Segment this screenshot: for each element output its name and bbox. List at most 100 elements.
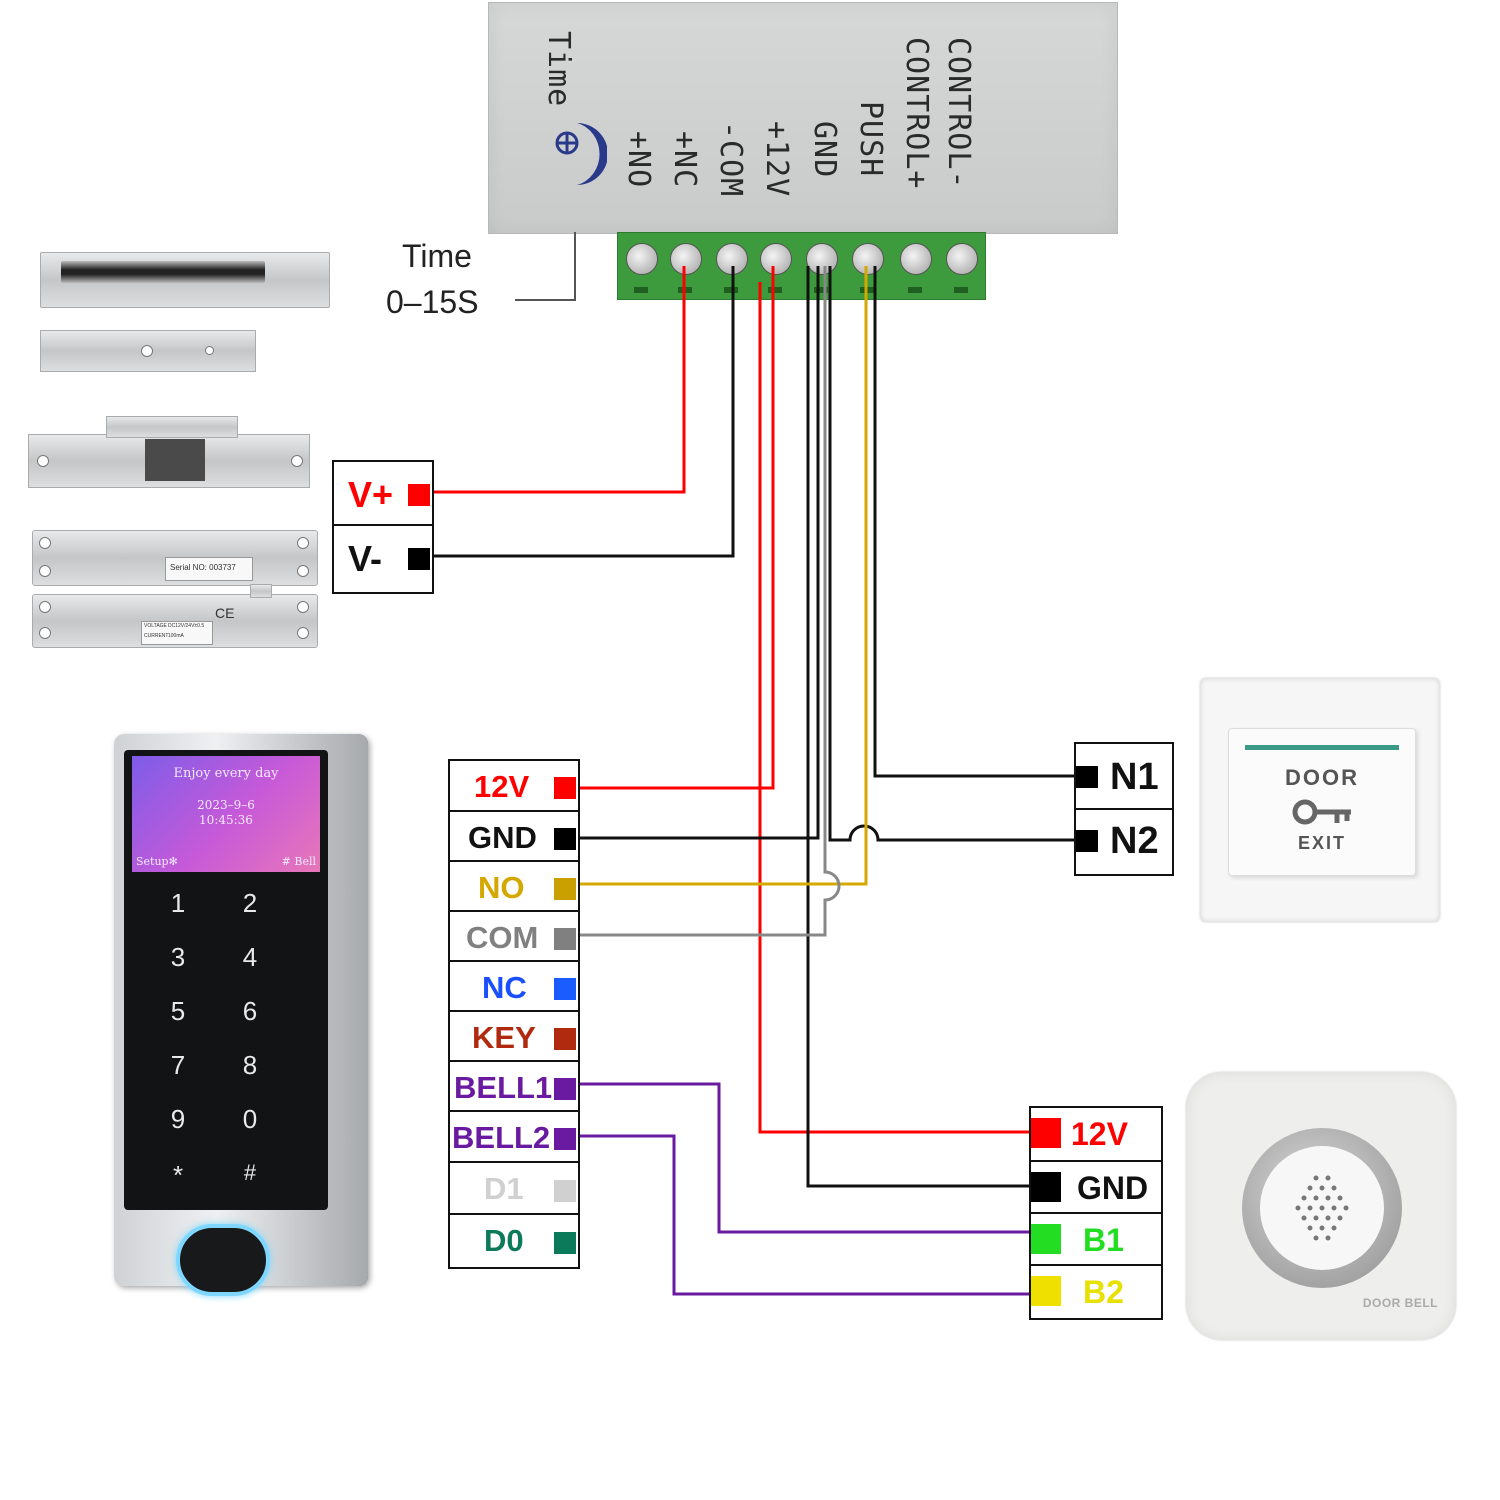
terminal-label: BELL2 <box>452 1120 551 1155</box>
key-0[interactable]: 0 <box>242 1104 258 1134</box>
electric-bolt-body: VOLTAGE DC12V/24V±0.5 CURRENT 100mA CE <box>32 594 318 648</box>
screen-time: 10:45:36 <box>199 813 253 827</box>
time-knob-icon[interactable] <box>547 119 607 189</box>
terminal-label: GND <box>1077 1170 1149 1206</box>
wire-gnd-bell <box>806 266 1030 1188</box>
terminal-chip <box>408 484 430 506</box>
power-supply: CONTROL- CONTROL+ PUSH GND +12V -COM +NC… <box>488 2 1118 234</box>
terminal-chip <box>554 928 576 950</box>
terminal-chip <box>1031 1276 1061 1306</box>
key-2[interactable]: 2 <box>242 888 258 918</box>
voltage-value: DC12V/24V±0.5 <box>168 623 205 629</box>
terminal-chip <box>408 548 430 570</box>
lock-terminal-table: V+ V- <box>332 460 434 594</box>
table-row: V+ <box>334 462 432 526</box>
terminal-label: 12V <box>1071 1116 1128 1152</box>
terminal-chip <box>554 777 576 799</box>
table-row: N2 <box>1076 810 1172 874</box>
wire-com <box>578 266 841 937</box>
screen-date: 2023–9–6 <box>197 798 255 812</box>
table-row: NC <box>450 962 578 1012</box>
key-7[interactable]: 7 <box>170 1050 186 1080</box>
wire-gnd-n2 <box>828 266 1074 842</box>
table-row: B1 <box>1031 1214 1161 1266</box>
key-3[interactable]: 3 <box>170 942 186 972</box>
current-label: CURRENT <box>144 633 169 639</box>
terminal-label: B1 <box>1083 1222 1124 1258</box>
psu-knob-label: Time <box>541 31 576 108</box>
terminal-label: BELL1 <box>454 1070 553 1105</box>
table-row: 12V <box>450 761 578 812</box>
electric-strike-lock <box>28 434 310 488</box>
wire-v-plus <box>432 266 686 494</box>
electric-bolt-lock: Serial NO: 003737 <box>32 530 318 586</box>
terminal-chip <box>554 978 576 1000</box>
terminal-label: KEY <box>472 1020 536 1055</box>
psu-label-com: -COM <box>713 121 748 198</box>
electric-bolt-pin <box>250 584 272 598</box>
key-1[interactable]: 1 <box>170 888 186 918</box>
speaker-icon <box>1260 1146 1384 1270</box>
time-range: 0–15S <box>386 284 479 320</box>
table-row: BELL2 <box>450 1112 578 1163</box>
key-5[interactable]: 5 <box>170 996 186 1026</box>
terminal-screw <box>626 243 658 275</box>
terminal-chip <box>1076 830 1098 852</box>
terminal-chip <box>554 1128 576 1150</box>
terminal-chip <box>1076 766 1098 788</box>
terminal-chip <box>554 1232 576 1254</box>
wire-v-minus <box>432 266 735 558</box>
speaker-grille <box>1295 1175 1349 1241</box>
table-row: B2 <box>1031 1266 1161 1318</box>
terminal-screw <box>806 243 838 275</box>
table-row: NO <box>450 862 578 912</box>
terminal-label: N2 <box>1110 820 1159 862</box>
table-row: COM <box>450 912 578 962</box>
terminal-label: NO <box>478 870 525 905</box>
wire-gnd-keypad <box>578 266 820 840</box>
terminal-label: 12V <box>474 769 530 804</box>
terminal-label: V- <box>348 538 383 579</box>
terminal-label: D1 <box>484 1171 524 1206</box>
terminal-label: GND <box>468 820 537 855</box>
key-4[interactable]: 4 <box>242 942 258 972</box>
table-row: 12V <box>1031 1108 1161 1162</box>
table-row: V- <box>334 526 432 592</box>
current-value: 100mA <box>168 633 184 639</box>
key-8[interactable]: 8 <box>242 1050 258 1080</box>
psu-label-control-minus: CONTROL- <box>941 37 976 190</box>
terminal-screw <box>946 243 978 275</box>
key-bell[interactable]: # <box>243 1160 257 1185</box>
psu-label-control-plus: CONTROL+ <box>899 37 934 190</box>
terminal-label: V+ <box>348 474 394 515</box>
keypad-face: Enjoy every day 2023–9–6 10:45:36 Setup✻… <box>124 750 328 1210</box>
access-keypad: Enjoy every day 2023–9–6 10:45:36 Setup✻… <box>114 734 368 1296</box>
serial-label: Serial NO: 003737 <box>170 563 236 572</box>
exit-door-label: DOOR <box>1285 765 1359 790</box>
psu-label-plus12v: +12V <box>759 121 794 198</box>
table-row: D1 <box>450 1163 578 1215</box>
screen-greeting: Enjoy every day <box>173 766 279 781</box>
fingerprint-sensor-icon[interactable] <box>176 1224 270 1296</box>
doorbell-unit: DOOR BELL <box>1186 1072 1456 1340</box>
key-9[interactable]: 9 <box>170 1104 186 1134</box>
key-6[interactable]: 6 <box>242 996 258 1026</box>
terminal-chip <box>554 1028 576 1050</box>
terminal-screw <box>900 243 932 275</box>
keypad-terminal-table: 12V GND NO COM NC KEY BELL1 BELL2 D1 D0 <box>448 759 580 1269</box>
key-icon <box>1292 799 1351 825</box>
terminal-chip <box>1031 1224 1061 1254</box>
terminal-screw <box>852 243 884 275</box>
key-star[interactable]: * <box>172 1160 184 1190</box>
exit-button[interactable]: DOOR EXIT <box>1228 728 1416 876</box>
terminal-chip <box>554 878 576 900</box>
terminal-label: N1 <box>1110 756 1159 798</box>
wire-bell1 <box>578 1082 1030 1234</box>
exit-terminal-table: N1 N2 <box>1074 742 1174 876</box>
psu-label-gnd: GND <box>807 121 842 179</box>
table-row: GND <box>450 812 578 862</box>
psu-label-push: PUSH <box>853 101 888 178</box>
wire-12v-keypad <box>578 266 775 790</box>
wire-push-no <box>578 266 868 886</box>
